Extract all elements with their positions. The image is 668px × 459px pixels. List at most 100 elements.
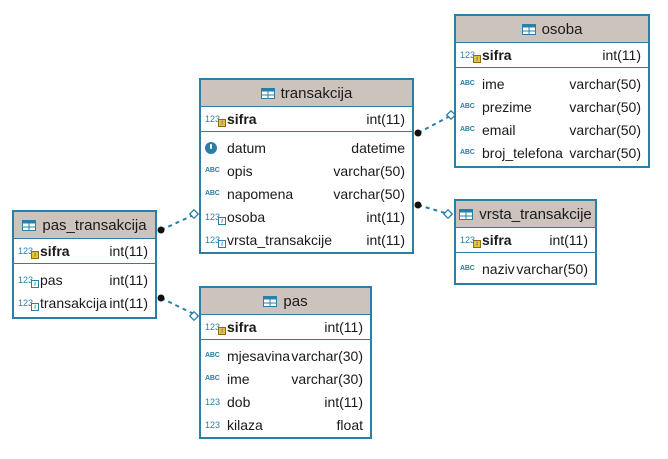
column-row[interactable]: 123⚷ transakcija int(11) [14, 291, 155, 314]
column-name: sifra [227, 111, 257, 127]
column-name: transakcija [40, 294, 107, 311]
table-icon [260, 87, 275, 99]
column-row-pk[interactable]: 123⚷ sifra int(11) [456, 43, 648, 68]
column-row[interactable]: 123 kilaza float [201, 413, 370, 436]
abc-icon: ABC [205, 167, 220, 174]
column-name: sifra [482, 232, 512, 248]
column-type: int(11) [366, 208, 405, 225]
entity-osoba[interactable]: osoba 123⚷ sifra int(11) ABC ime varchar… [454, 14, 650, 168]
primary-key-icon: 123⚷ [460, 235, 481, 248]
link-end-one-icon [188, 310, 200, 322]
numeric-icon: 123 [205, 419, 221, 430]
column-row[interactable]: 123⚷ vrsta_transakcije int(11) [201, 228, 412, 251]
entity-header[interactable]: transakcija [201, 80, 412, 107]
abc-icon: ABC [205, 190, 220, 197]
table-icon [459, 208, 474, 220]
column-row-pk[interactable]: 123⚷ sifra int(11) [201, 107, 412, 132]
link-end-one-icon [188, 208, 200, 220]
numeric-key-icon: 123⚷ [205, 235, 226, 248]
column-row[interactable]: ABC email varchar(50) [456, 118, 648, 141]
link-transakcija-vrsta [417, 204, 453, 216]
column-row[interactable]: ABC broj_telefona varchar(50) [456, 141, 648, 164]
column-row[interactable]: datum datetime [201, 136, 412, 159]
entity-vrsta-transakcije[interactable]: vrsta_transakcije 123⚷ sifra int(11) ABC… [454, 199, 597, 285]
table-icon [22, 219, 37, 231]
entity-transakcija[interactable]: transakcija 123⚷ sifra int(11) datum dat… [199, 78, 414, 254]
primary-key-icon: 123⚷ [460, 50, 481, 63]
entity-title: pas_transakcija [42, 216, 147, 234]
abc-icon: ABC [460, 103, 475, 110]
column-name: dob [227, 393, 251, 410]
column-row[interactable]: ABC naziv varchar(50) [456, 257, 595, 280]
entity-title: vrsta_transakcije [479, 205, 592, 223]
abc-icon: ABC [205, 375, 220, 382]
abc-icon: ABC [460, 80, 475, 87]
entity-header[interactable]: pas [201, 288, 370, 315]
link-end-one-icon [442, 208, 454, 220]
column-name: sifra [482, 47, 512, 63]
entity-title: pas [283, 292, 308, 310]
column-type: varchar(30) [291, 347, 363, 364]
column-name: napomena [227, 185, 294, 202]
column-row-pk[interactable]: 123⚷ sifra int(11) [201, 315, 370, 340]
abc-icon: ABC [460, 126, 475, 133]
column-type: int(11) [366, 231, 405, 248]
column-row[interactable]: 123 dob int(11) [201, 390, 370, 413]
column-name: vrsta_transakcije [227, 231, 333, 248]
column-type: varchar(30) [291, 370, 363, 387]
column-type: int(11) [324, 319, 363, 335]
column-type: varchar(50) [569, 144, 641, 161]
entity-pas-transakcija[interactable]: pas_transakcija 123⚷ sifra int(11) 123⚷ … [12, 210, 157, 319]
column-type: varchar(50) [569, 98, 641, 115]
table-icon [521, 23, 536, 35]
numeric-icon: 123 [205, 396, 221, 407]
column-type: int(11) [602, 47, 641, 63]
link-end-many-icon [414, 129, 422, 137]
column-type: int(11) [109, 294, 148, 311]
column-type: datetime [351, 139, 405, 156]
column-type: float [336, 416, 363, 433]
column-row[interactable]: ABC napomena varchar(50) [201, 182, 412, 205]
column-type: varchar(50) [333, 185, 405, 202]
entity-pas[interactable]: pas 123⚷ sifra int(11) ABC mjesavina var… [199, 286, 372, 439]
column-name: prezime [482, 98, 532, 115]
column-name: broj_telefona [482, 144, 563, 161]
numeric-key-icon: 123⚷ [18, 275, 39, 288]
entity-title: transakcija [280, 84, 353, 102]
column-name: ime [227, 370, 250, 387]
abc-icon: ABC [205, 352, 220, 359]
entity-title: osoba [541, 20, 583, 38]
column-name: datum [227, 139, 266, 156]
entity-header[interactable]: vrsta_transakcije [456, 201, 595, 228]
link-end-many-icon [414, 201, 422, 209]
column-row-pk[interactable]: 123⚷ sifra int(11) [456, 228, 595, 253]
link-pastransakcija-transakcija [160, 212, 199, 231]
link-end-many-icon [157, 294, 165, 302]
column-row[interactable]: ABC mjesavina varchar(30) [201, 344, 370, 367]
primary-key-icon: 123⚷ [205, 322, 226, 335]
link-transakcija-osoba [417, 114, 453, 134]
column-type: int(11) [324, 393, 363, 410]
primary-key-icon: 123⚷ [205, 114, 226, 127]
column-row[interactable]: ABC ime varchar(50) [456, 72, 648, 95]
column-row[interactable]: ABC opis varchar(50) [201, 159, 412, 182]
column-type: int(11) [366, 111, 405, 127]
abc-icon: ABC [460, 265, 475, 272]
column-type: varchar(50) [333, 162, 405, 179]
column-row[interactable]: 123⚷ pas int(11) [14, 268, 155, 291]
column-name: email [482, 121, 516, 138]
column-row-pk[interactable]: 123⚷ sifra int(11) [14, 239, 155, 264]
numeric-key-icon: 123⚷ [18, 298, 39, 311]
column-type: int(11) [109, 271, 148, 288]
column-row[interactable]: ABC prezime varchar(50) [456, 95, 648, 118]
column-name: pas [40, 271, 63, 288]
entity-header[interactable]: pas_transakcija [14, 212, 155, 239]
entity-header[interactable]: osoba [456, 16, 648, 43]
column-name: sifra [40, 243, 70, 259]
table-icon [263, 295, 278, 307]
column-row[interactable]: 123⚷ osoba int(11) [201, 205, 412, 228]
column-name: osoba [227, 208, 266, 225]
link-pastransakcija-pas [160, 297, 199, 317]
column-row[interactable]: ABC ime varchar(30) [201, 367, 370, 390]
abc-icon: ABC [460, 149, 475, 156]
